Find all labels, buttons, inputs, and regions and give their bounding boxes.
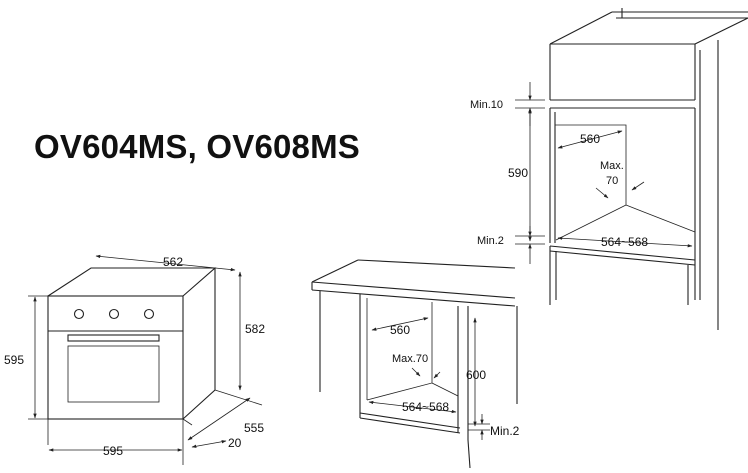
column-drawing: Min.10 590 560 Max. 70 564~568 Min.2 — [470, 8, 748, 330]
knob-icon — [73, 308, 85, 320]
model-title: OV604MS, OV608MS — [34, 128, 361, 165]
dim-590: 590 — [508, 166, 528, 180]
dim-564-568-column: 564~568 — [601, 235, 648, 249]
dim-70-column: 70 — [606, 175, 618, 187]
dim-20: 20 — [228, 436, 242, 450]
dim-595-width: 595 — [103, 444, 123, 458]
dim-max-column: Max. — [600, 160, 624, 172]
dim-560-under: 560 — [390, 323, 410, 337]
undercounter-drawing: 560 Max.70 564~568 600 Min.2 — [311, 259, 520, 469]
dim-min2-under: Min.2 — [490, 424, 520, 438]
knob-icon — [143, 308, 155, 320]
dim-564-568-under: 564~568 — [402, 400, 449, 414]
door-handle — [67, 334, 160, 342]
dim-min10: Min.10 — [470, 99, 503, 111]
dim-min2-column: Min.2 — [477, 235, 504, 247]
dim-562: 562 — [163, 255, 183, 269]
oven-window — [67, 345, 160, 403]
dim-555: 555 — [244, 421, 264, 435]
dim-582: 582 — [245, 322, 265, 336]
oven-side — [182, 268, 216, 420]
oven-drawing: 562 582 595 595 555 20 — [4, 254, 265, 465]
dim-600: 600 — [466, 368, 486, 382]
oven-top — [47, 267, 217, 297]
dim-560-column: 560 — [580, 132, 600, 146]
dim-595-height: 595 — [4, 353, 24, 367]
oven-front — [47, 295, 184, 420]
dim-max70-under: Max.70 — [392, 353, 428, 365]
knob-icon — [108, 308, 120, 320]
